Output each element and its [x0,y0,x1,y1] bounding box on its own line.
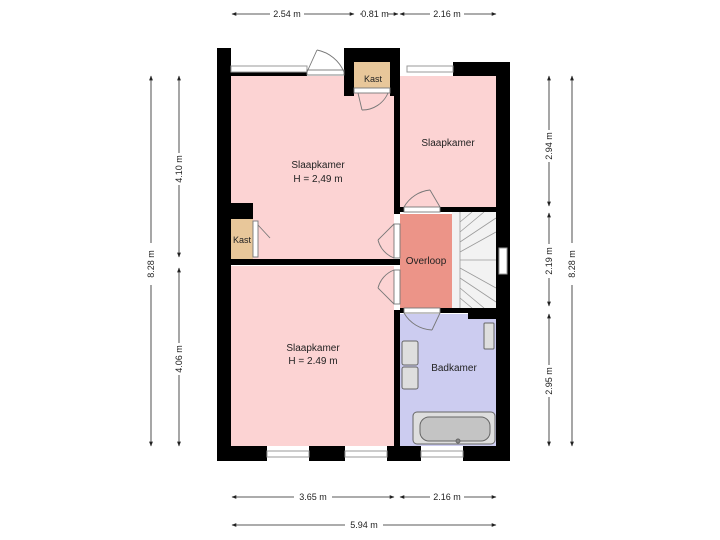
closet-top-fill [354,62,390,88]
bedroom-top-label: Slaapkamer [291,160,345,171]
doors [252,49,441,331]
dim-left-total: 8.28 m [146,250,156,278]
bedroom-bottom-fill [231,266,394,446]
landing-fill [400,214,452,308]
bedroom-bottom-label: Slaapkamer [286,343,340,354]
dim-bottom-2: 2.16 m [433,492,461,502]
bedroom-right-fill [400,76,496,207]
dim-left-upper: 4.10 m [174,155,184,183]
windows [230,65,508,458]
dim-total-width: 5.94 m [350,520,378,530]
dim-right-middle: 2.19 m [544,247,554,275]
window-bottom-1 [266,450,310,458]
window-bottom-3 [420,450,464,458]
bathroom-label: Badkamer [431,363,477,374]
bathroom-fixtures [401,322,496,445]
bathtub-drain [455,438,461,444]
bedroom-right-label: Slaapkamer [421,138,475,149]
dim-right-lower: 2.95 m [544,367,554,395]
dim-right-upper: 2.94 m [544,132,554,160]
bedroom-bottom-height: H = 2.49 m [288,356,337,367]
dimension-lines [149,12,574,527]
dim-right-total: 8.28 m [567,250,577,278]
landing-label: Overloop [406,256,447,267]
sink-upper [401,340,419,366]
toilet-tank [483,322,495,350]
bathtub-inner [419,416,491,442]
window-top-left [230,65,308,73]
bedroom-top-height: H = 2,49 m [293,174,342,185]
closet-left-label: Kast [233,235,252,245]
closet-top-label: Kast [364,74,383,84]
sink-lower [401,366,419,390]
closet-left-fill [231,219,253,259]
window-right [498,247,508,275]
dim-top-1: 2.54 m [273,9,301,19]
dim-bottom-1: 3.65 m [299,492,327,502]
dim-left-lower: 4.06 m [174,345,184,373]
staircase [459,211,497,309]
window-bottom-2 [344,450,388,458]
dim-top-3: 2.16 m [433,9,461,19]
dim-top-2: 0.81 m [361,9,389,19]
window-top-right [406,65,454,73]
